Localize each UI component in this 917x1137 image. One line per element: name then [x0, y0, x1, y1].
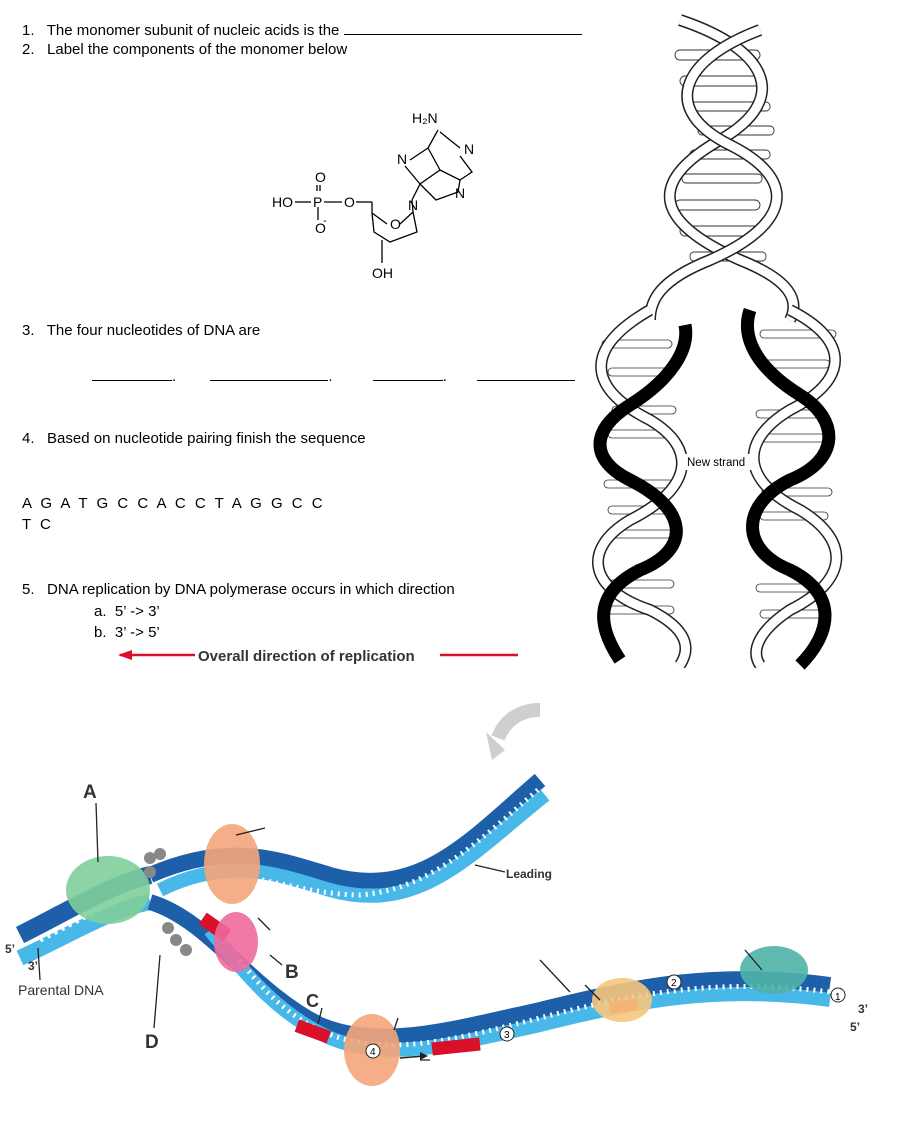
mol-oh: OH — [372, 265, 393, 281]
question-5: 5. DNA replication by DNA polymerase occ… — [22, 581, 455, 599]
new-strand-label-bg — [684, 454, 754, 470]
mol-ho: HO — [272, 194, 293, 210]
polymerase-one — [592, 978, 652, 1022]
helicase-enzyme — [66, 856, 150, 924]
ligase-enzyme — [740, 946, 808, 994]
mol-o-top: O — [315, 169, 326, 185]
question-2-number: 2. — [22, 41, 35, 58]
mol-n3: N — [455, 185, 465, 201]
ssb-proteins-top — [144, 848, 166, 878]
primer-3 — [431, 1037, 481, 1056]
question-1-number: 1. — [22, 22, 35, 39]
end-5-right: 5’ — [850, 1020, 860, 1034]
question-5-number: 5. — [22, 581, 35, 598]
end-3-right: 3’ — [858, 1002, 868, 1016]
answer-blank-nucleotide-1[interactable] — [92, 366, 172, 381]
question-5-text: DNA replication by DNA polymerase occurs… — [47, 581, 455, 598]
mol-n7: N — [397, 151, 407, 167]
mol-o-bridge: O — [344, 194, 355, 210]
mol-o-bottom: O — [315, 220, 326, 236]
question-4: 4. Based on nucleotide pairing finish th… — [22, 430, 366, 448]
step-markers: 1 2 3 4 — [365, 974, 846, 1059]
question-1-text: The monomer subunit of nucleic acids is … — [46, 22, 340, 39]
leading-label: Leading — [506, 867, 552, 881]
mol-minus: - — [323, 215, 327, 227]
label-b: B — [285, 962, 299, 983]
okazaki-arrow-head-icon — [420, 1052, 428, 1060]
answer-blank-1[interactable] — [343, 20, 582, 35]
end-3-left: 3’ — [28, 959, 38, 973]
polymerase-leading — [204, 824, 260, 904]
right-daughter-helix — [740, 304, 843, 670]
nucleotide-structure: HO P O O - O O OH H₂N N N N N N — [272, 110, 474, 281]
new-strand-label: New strand — [687, 457, 745, 469]
question-4-text: Based on nucleotide pairing finish the s… — [47, 430, 366, 447]
mol-ring-o: O — [390, 216, 401, 232]
option-a[interactable]: a. 5’ -> 3’ — [94, 603, 160, 621]
option-a-text: 5’ -> 3’ — [114, 603, 160, 620]
question-3: 3. The four nucleotides of DNA are — [22, 322, 260, 340]
question-3-text: The four nucleotides of DNA are — [46, 322, 261, 339]
answer-blank-nucleotide-3[interactable] — [372, 366, 443, 381]
primer-2 — [294, 1019, 332, 1044]
parental-dna-label: Parental DNA — [18, 982, 104, 998]
option-a-letter: a. — [94, 603, 107, 620]
mol-nh2: H₂N — [412, 110, 438, 126]
step-1-label: 1 — [835, 992, 841, 1003]
separator-3: . — [442, 368, 447, 385]
ssb-proteins-bottom — [162, 922, 192, 956]
rotation-arrow-icon — [491, 703, 541, 741]
separator-2: . — [328, 368, 333, 385]
question-2-text: Label the components of the monomer belo… — [47, 41, 348, 58]
rotation-arrow-head-icon — [486, 732, 505, 760]
step-2-label: 2 — [671, 978, 677, 989]
upper-backbones — [644, 14, 800, 323]
nucleotide-blanks: . . . — [92, 366, 576, 386]
question-1: 1. The monomer subunit of nucleic acids … — [22, 20, 582, 40]
dna-helix-diagram: New strand — [592, 14, 843, 670]
step-3-label: 3 — [504, 1030, 510, 1041]
option-b[interactable]: b. 3’ -> 5’ — [94, 624, 160, 642]
mol-n-hidden: N — [460, 159, 461, 161]
end-5-left: 5’ — [5, 942, 15, 956]
mol-p: P — [313, 194, 322, 210]
step-4-label: 4 — [370, 1047, 376, 1058]
option-b-letter: b. — [94, 624, 107, 641]
label-d: D — [145, 1032, 159, 1053]
direction-arrow: Overall direction of replication — [118, 648, 518, 665]
question-4-number: 4. — [22, 430, 35, 447]
left-daughter-helix — [592, 304, 693, 669]
question-2: 2. Label the components of the monomer b… — [22, 41, 347, 59]
separator-1: . — [172, 368, 177, 385]
answer-blank-nucleotide-4[interactable] — [477, 366, 576, 381]
mol-n1: N — [464, 141, 474, 157]
sequence-bottom[interactable]: T C — [22, 516, 54, 533]
sequence-top: A G A T G C C A C C T A G G C C — [22, 495, 326, 512]
label-a: A — [83, 782, 97, 803]
option-b-text: 3’ -> 5’ — [114, 624, 160, 641]
answer-blank-nucleotide-2[interactable] — [210, 366, 329, 381]
label-c: C — [306, 991, 319, 1011]
primase-enzyme — [214, 912, 258, 972]
leading-base-pairs — [261, 786, 542, 898]
direction-label: Overall direction of replication — [198, 648, 415, 665]
replication-fork-diagram: Overall direction of replication — [5, 648, 868, 1086]
pointer-lines — [37, 802, 763, 1061]
question-3-number: 3. — [22, 322, 35, 339]
